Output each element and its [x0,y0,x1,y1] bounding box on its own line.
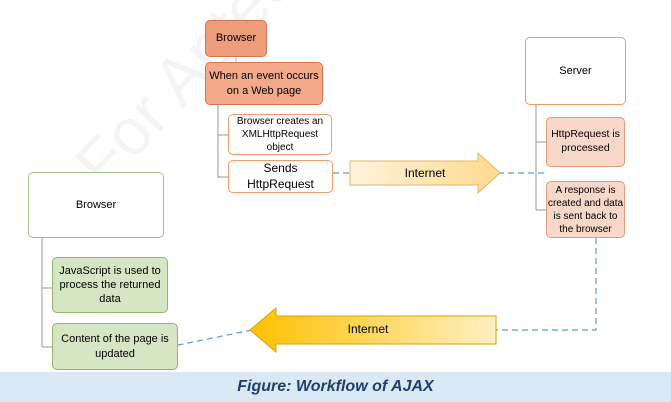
response-box: A response is created and data is sent b… [546,181,625,238]
browser-left-title: Browser [28,172,164,238]
server-title: Server [525,37,626,105]
caption-bar: Figure: Workflow of AJAX [0,372,671,402]
content-updated-box: Content of the page is updated [52,323,178,370]
diagram-canvas: For Aptech Centre Use Only [28,0,671,370]
internet-label-top: Internet [404,166,446,180]
sends-request-box: Sends HttpRequest [228,160,333,193]
request-processed-box: HttpRequest is processed [546,117,625,167]
javascript-process-box: JavaScript is used to process the return… [52,257,168,313]
connector-layer [41,57,597,354]
connector-tree-top-2 [217,135,228,178]
connector-tree-top [217,105,228,136]
internet-arrow-top [349,151,501,195]
internet-label-bottom: Internet [347,322,389,336]
figure-caption: Figure: Workflow of AJAX [237,378,434,395]
internet-arrow-bottom [249,306,497,354]
browser-top-title: Browser [205,20,267,57]
event-occurs-box: When an event occurs on a Web page [205,62,323,105]
create-xhr-box: Browser creates an XMLHttpRequest object [228,114,332,155]
dashed-link-update [177,329,253,346]
dashed-return-path [496,238,597,331]
